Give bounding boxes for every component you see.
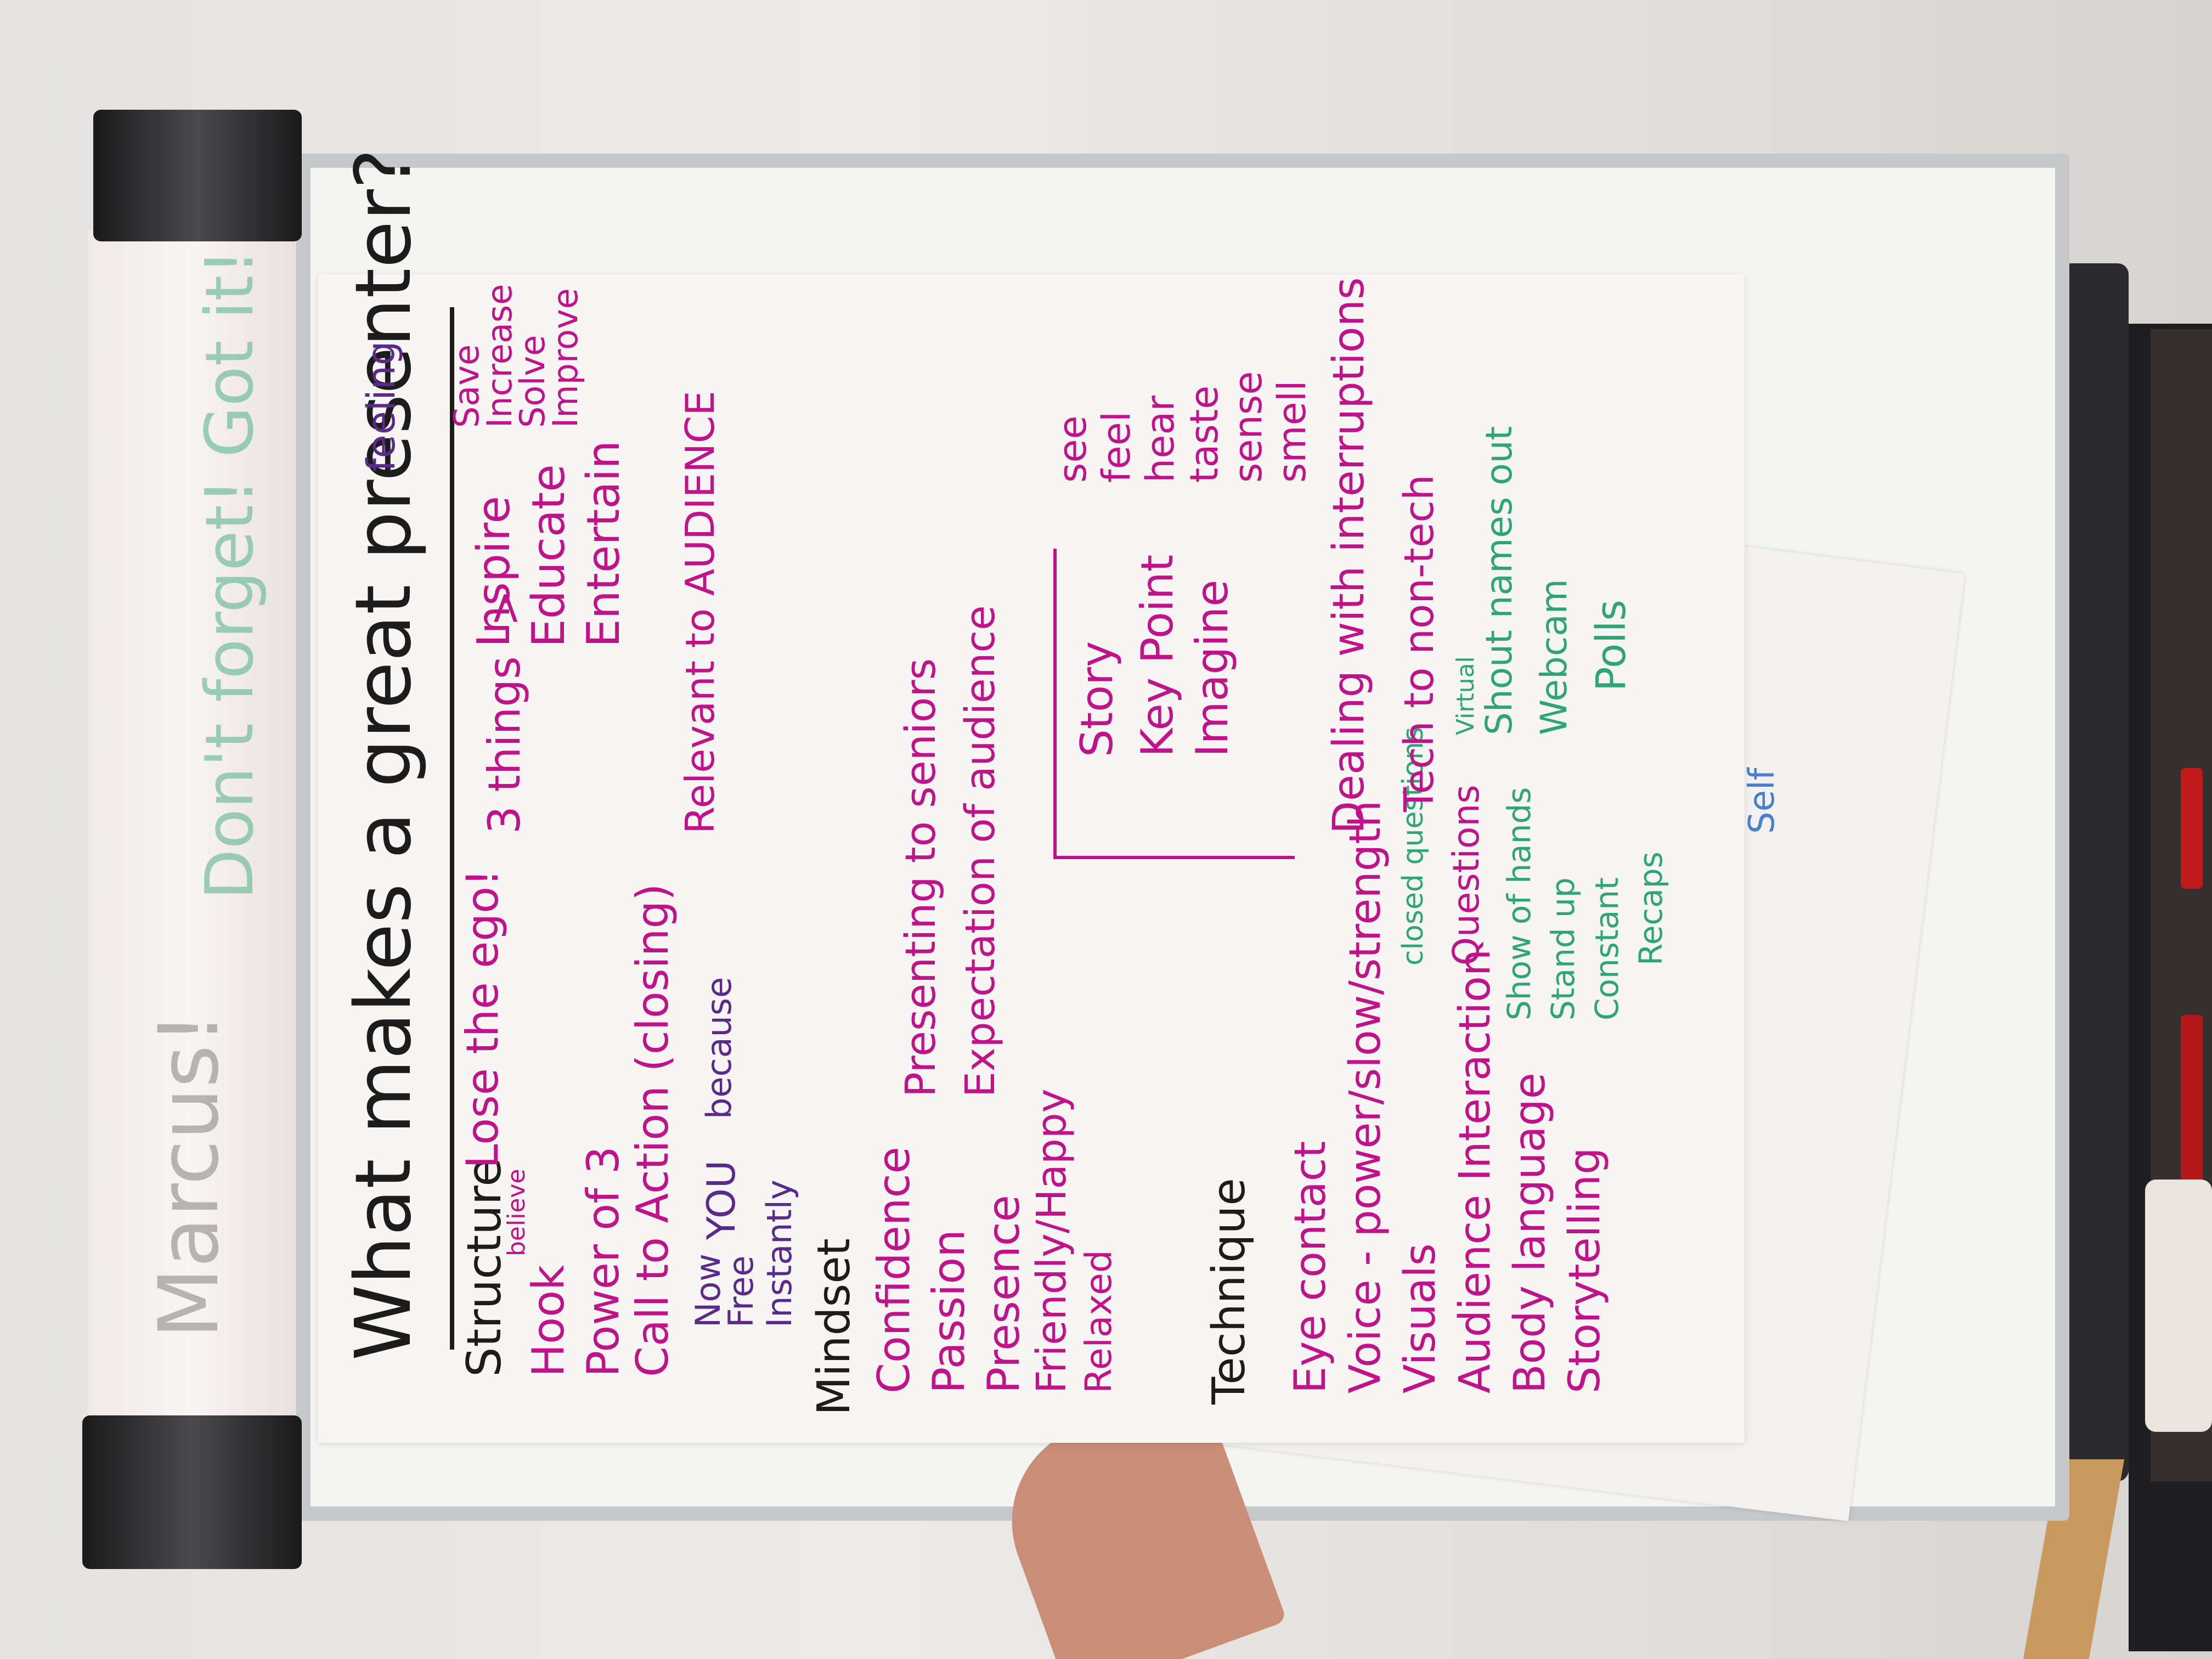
verb-improve: Improve xyxy=(545,288,585,428)
story-item-2: Key Point xyxy=(1132,554,1183,757)
constant-text: Constant xyxy=(1588,877,1626,1020)
sense-sense: sense xyxy=(1226,371,1271,483)
shout-names-text: Shout names out xyxy=(1478,426,1520,735)
now-free-instantly: Instantly xyxy=(759,1180,799,1328)
technique-label: Technique xyxy=(1203,1178,1255,1404)
mindset-label: Mindset xyxy=(808,1238,860,1415)
technique-item-voice: Voice - power/slow/strength xyxy=(1341,800,1390,1393)
you-text: YOU xyxy=(699,1160,744,1240)
technique-item-eye: Eye contact xyxy=(1286,1141,1335,1393)
roll-text-1: Marcus! xyxy=(142,1012,237,1339)
ie-inspire: Inspire xyxy=(468,495,520,647)
roll-cap-top xyxy=(93,110,302,241)
flipchart-sheet xyxy=(318,274,1745,1443)
show-of-hands: Show of hands xyxy=(1500,787,1538,1020)
tech-text: Tech to non-tech xyxy=(1396,475,1443,812)
story-item-1: Story xyxy=(1071,641,1122,757)
structure-item-power: Power of 3 xyxy=(578,1146,629,1377)
structure-lose-ego: Lose the ego! xyxy=(457,868,508,1169)
virtual-text: Virtual xyxy=(1452,656,1480,735)
mindset-item-friendly: Friendly/Happy xyxy=(1028,1088,1075,1393)
marker-red-1 xyxy=(2181,768,2203,889)
questions-text: Questions xyxy=(1445,785,1487,966)
now-free-now: Now xyxy=(688,1253,728,1328)
mindset-item-presence: Presence xyxy=(978,1195,1029,1393)
paper-roll xyxy=(88,230,296,1492)
structure-relevant: Relevant to AUDIENCE xyxy=(677,391,723,834)
structure-item-hook: Hook xyxy=(523,1265,574,1377)
dealing-text: Dealing with interruptions xyxy=(1324,277,1374,834)
verb-save: Save xyxy=(447,344,487,428)
mindset-item-relaxed: Relaxed xyxy=(1077,1250,1120,1393)
roll-cap-bottom xyxy=(82,1415,302,1569)
polls-text: Polls xyxy=(1588,600,1635,691)
mindset-expectation: Expectation of audience xyxy=(957,605,1004,1097)
sense-hear: hear xyxy=(1138,395,1183,483)
sense-see: see xyxy=(1050,415,1095,483)
story-box-top xyxy=(1053,856,1295,859)
because-text: because xyxy=(699,977,739,1119)
sense-smell: smell xyxy=(1269,380,1314,483)
webcam-text: Webcam xyxy=(1533,579,1575,735)
now-free-free: Free xyxy=(721,1255,761,1328)
ie-educate: Educate xyxy=(523,464,575,647)
technique-item-body: Body language xyxy=(1505,1073,1555,1393)
structure-believe: believe xyxy=(503,1169,531,1256)
verb-increase: Increase xyxy=(479,284,520,428)
back-sheet-text: Self xyxy=(1742,768,1782,834)
structure-item-call: Call to Action (closing) xyxy=(627,883,678,1377)
heading-note: feeling xyxy=(359,341,404,472)
story-item-3: Imagine xyxy=(1187,579,1238,757)
mindset-item-confidence: Confidence xyxy=(868,1147,919,1393)
ie-entertain: Entertain xyxy=(578,440,630,647)
recaps-text: Recaps xyxy=(1632,851,1669,966)
sense-taste: taste xyxy=(1182,385,1227,483)
story-box-left xyxy=(1053,549,1057,856)
technique-item-visuals: Visuals xyxy=(1396,1243,1445,1394)
mindset-item-passion: Passion xyxy=(923,1229,974,1393)
structure-label: Structure xyxy=(457,1157,512,1377)
technique-item-audience: Audience Interaction xyxy=(1451,949,1500,1393)
marker-red-2 xyxy=(2181,1015,2203,1196)
stand-up: Stand up xyxy=(1544,877,1582,1020)
page-title: What makes a great presenter? xyxy=(339,148,428,1361)
title-underline xyxy=(450,307,454,1350)
technique-item-story: Storytelling xyxy=(1560,1147,1610,1393)
mindset-presenting: Presenting to seniors xyxy=(896,658,945,1097)
sense-feel: feel xyxy=(1094,411,1139,483)
verb-solve: Solve xyxy=(512,335,552,428)
roll-text-2: Don't forget! Got it! xyxy=(192,249,268,900)
phone xyxy=(2145,1180,2212,1432)
